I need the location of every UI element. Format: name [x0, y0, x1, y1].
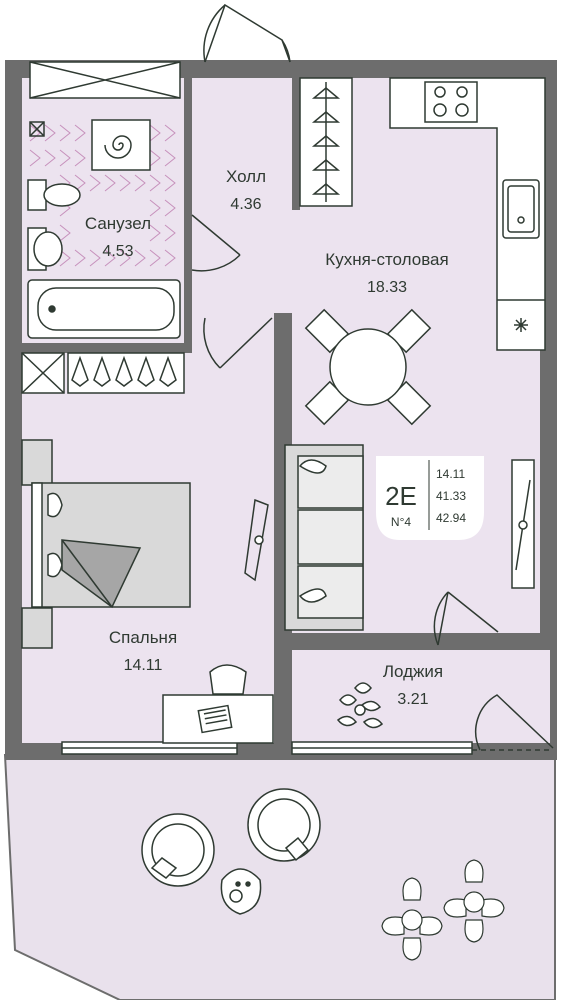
hanger-icon [311, 87, 341, 99]
bathtub-icon [27, 279, 181, 339]
room-name-kitchen: Кухня-столовая [325, 250, 448, 269]
hanger-icon [311, 183, 341, 195]
kitchen-radiator [511, 459, 535, 589]
hanger-icon [71, 355, 89, 387]
terrace-door [472, 694, 554, 751]
dining-set [304, 308, 432, 426]
bedroom-door [203, 317, 273, 369]
spiral-icon [104, 135, 132, 159]
nightstand [21, 607, 53, 649]
toilet-icon [43, 183, 81, 207]
apartment-badge: 2Е N°4 14.11 41.33 42.94 [376, 456, 484, 540]
sofa-icon [284, 444, 364, 631]
hanger-icon [159, 355, 177, 387]
hanger-icon [311, 111, 341, 123]
star-icon [514, 318, 528, 332]
badge-type: 2Е [385, 481, 417, 511]
plant-icon [443, 859, 505, 943]
plant-icon [336, 682, 384, 729]
bathroom-door [191, 214, 241, 272]
desk-set [162, 664, 274, 744]
room-area-bathroom: 4.53 [102, 243, 133, 260]
interior-walls [5, 60, 557, 760]
terrace-furniture [141, 788, 321, 915]
room-area-loggia: 3.21 [397, 691, 428, 708]
wall-bedroom-kitchen [274, 313, 292, 760]
wall-hall-closet [292, 60, 300, 210]
hanger-icon [137, 355, 155, 387]
wall-bath-hall [184, 60, 192, 350]
room-name-hall: Холл [226, 167, 266, 186]
bedroom-furniture [21, 439, 191, 649]
bathroom-fixtures [27, 119, 181, 339]
badge-number: N°4 [391, 515, 411, 529]
loggia-floor [292, 650, 550, 743]
hanger-icon [115, 355, 133, 387]
table-icon [329, 328, 407, 406]
sink-icon [33, 231, 63, 267]
badge-total-area: 41.33 [436, 489, 466, 503]
room-name-bedroom: Спальня [109, 628, 177, 647]
room-area-hall: 4.36 [230, 196, 261, 213]
bath-mat [91, 119, 151, 171]
hanger-icon [93, 355, 111, 387]
nightstand [21, 439, 53, 486]
room-labels: Санузел 4.53 Холл 4.36 Кухня-столовая 18… [85, 167, 449, 708]
room-area-bedroom: 14.11 [124, 657, 163, 674]
bathroom-tiles [29, 124, 176, 267]
terrace-plants [381, 859, 505, 961]
badge-total-with-loggia: 42.94 [436, 511, 466, 525]
hanger-icon [311, 159, 341, 171]
wall-bath-bedroom [5, 343, 192, 353]
room-name-loggia: Лоджия [383, 662, 443, 681]
hall-lower-floor [192, 313, 274, 353]
wall-kitchen-loggia [292, 633, 557, 650]
bedroom-wardrobe [21, 352, 185, 394]
plant-icon [381, 877, 443, 961]
bedroom-window-frame [244, 498, 269, 582]
hall-closet [299, 77, 353, 207]
windows [29, 61, 473, 755]
hanger-icons [311, 87, 341, 195]
chair-icon [209, 664, 247, 695]
sink-icon [502, 179, 540, 239]
hanger-icon [311, 135, 341, 147]
stove-icon [424, 81, 478, 123]
kitchen-counter [389, 77, 546, 351]
room-name-bathroom: Санузел [85, 214, 151, 233]
hall-floor [192, 78, 292, 313]
laptop-icon [197, 704, 233, 734]
room-area-kitchen: 18.33 [367, 279, 407, 296]
loggia-door [433, 591, 499, 646]
badge-living-area: 14.11 [436, 467, 465, 481]
entrance-door [203, 3, 291, 63]
